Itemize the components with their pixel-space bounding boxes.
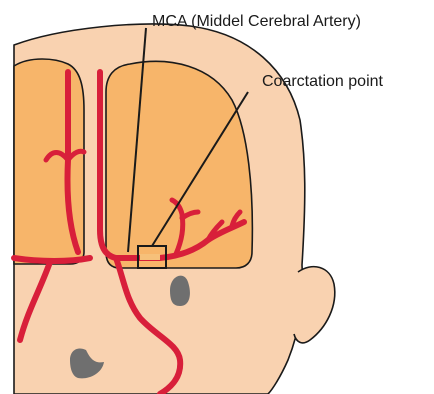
- mca-label: MCA (Middel Cerebral Artery): [152, 13, 361, 30]
- coarctation-narrowing: [140, 254, 160, 260]
- ear: [294, 267, 335, 343]
- coarctation-label: Coarctation point: [262, 73, 384, 90]
- ventricle-right: [170, 276, 190, 306]
